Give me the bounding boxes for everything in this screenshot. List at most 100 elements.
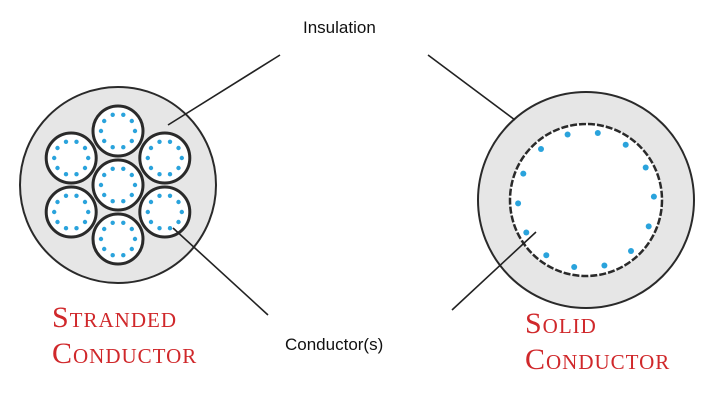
strand-dot	[129, 192, 134, 198]
strand-dot	[167, 193, 173, 198]
strand-dot	[129, 118, 134, 124]
strand-dot	[176, 219, 181, 225]
conductor-leader-left	[172, 227, 269, 316]
strand-dot	[121, 112, 126, 118]
solid-dot	[642, 164, 649, 171]
strand-dot	[98, 236, 104, 242]
strand-dot	[52, 209, 57, 215]
conductor-leader-right	[451, 231, 537, 311]
strand-dot	[55, 199, 60, 205]
strand-dot	[82, 199, 88, 205]
strand-dot	[157, 139, 162, 144]
strand-dot	[102, 192, 107, 198]
solid-dot	[571, 264, 578, 270]
strand-dot	[157, 193, 162, 198]
strand-wire	[91, 158, 145, 212]
strand-dot	[74, 139, 79, 144]
strand-dot	[129, 172, 134, 178]
strand-wire	[44, 185, 98, 239]
strand-dot	[102, 138, 107, 144]
strand-dot	[121, 199, 126, 204]
strand-dot	[176, 145, 181, 151]
leader-lines	[167, 54, 537, 316]
solid-dot	[645, 223, 652, 230]
strand-dot	[98, 182, 104, 188]
insulation-label: Insulation	[303, 18, 376, 37]
stranded-title-line1: Stranded	[52, 301, 178, 334]
strand-dot	[129, 226, 134, 232]
strand-dot	[102, 226, 107, 232]
stranded-cable	[19, 86, 217, 284]
solid-dot	[628, 248, 634, 254]
strand-dot	[55, 145, 60, 151]
solid-dot	[515, 200, 522, 207]
strand-dot	[148, 165, 154, 171]
strand-dot	[132, 128, 138, 134]
strand-dot	[63, 226, 69, 231]
strand-dot	[110, 220, 115, 225]
strand-dot	[121, 166, 126, 171]
strand-dot	[132, 236, 138, 242]
solid-title-line1: Solid	[525, 307, 597, 340]
solid-dot	[543, 252, 550, 259]
strand-dot	[110, 199, 115, 204]
strand-dot	[157, 172, 162, 177]
solid-dot	[601, 262, 608, 269]
strand-dot	[167, 226, 173, 231]
solid-dot	[523, 229, 530, 236]
strand-dot	[86, 155, 91, 161]
strand-wire	[91, 212, 145, 266]
strand-dot	[167, 172, 173, 177]
strand-dot	[110, 253, 115, 258]
solid-conductor-dots	[515, 130, 657, 270]
solid-dot	[622, 141, 629, 148]
strand-dot	[110, 145, 115, 150]
strand-dot	[102, 118, 107, 124]
strand-dot	[55, 219, 60, 225]
strand-dot	[179, 209, 184, 215]
strand-dot	[82, 145, 88, 151]
strand-dot	[110, 112, 115, 118]
strand-dot	[145, 209, 150, 215]
strand-dot	[110, 166, 115, 171]
strand-dot	[148, 145, 154, 151]
strand-dot	[157, 226, 162, 231]
strand-dot	[121, 145, 126, 150]
strand-dot	[148, 219, 154, 225]
strand-dot	[176, 165, 181, 171]
solid-dot	[538, 146, 544, 152]
strand-wire	[138, 185, 192, 239]
strand-dot	[63, 139, 69, 144]
stranded-title-line2: Conductor	[52, 337, 198, 370]
solid-cable	[477, 91, 695, 309]
strand-dot	[121, 253, 126, 258]
strand-dot	[129, 246, 134, 252]
solid-conductor-core	[508, 122, 664, 278]
strand-dot	[74, 226, 79, 231]
solid-conductor-title: Solid Conductor	[525, 306, 670, 378]
strand-dot	[129, 138, 134, 144]
strand-dot	[82, 219, 88, 225]
solid-dot	[564, 131, 571, 138]
strand-dot	[63, 172, 69, 177]
strand-dot	[145, 155, 150, 161]
strand-dot	[179, 155, 184, 161]
conductors-label: Conductor(s)	[285, 335, 384, 354]
solid-dot	[520, 170, 527, 177]
strand-dot	[52, 155, 57, 161]
strand-dot	[121, 220, 126, 225]
strand-dot	[148, 199, 154, 205]
strand-dot	[63, 193, 69, 198]
strand-dot	[74, 172, 79, 177]
strand-dot	[167, 139, 173, 144]
strand-dot	[55, 165, 60, 171]
strand-dot	[86, 209, 91, 215]
strand-wire	[44, 131, 98, 185]
strand-dot	[102, 246, 107, 252]
strand-dot	[176, 199, 181, 205]
solid-title-line2: Conductor	[525, 343, 671, 376]
strand-dot	[102, 172, 107, 178]
stranded-conductor-title: Stranded Conductor	[52, 300, 197, 372]
insulation-leader-right	[427, 54, 516, 121]
